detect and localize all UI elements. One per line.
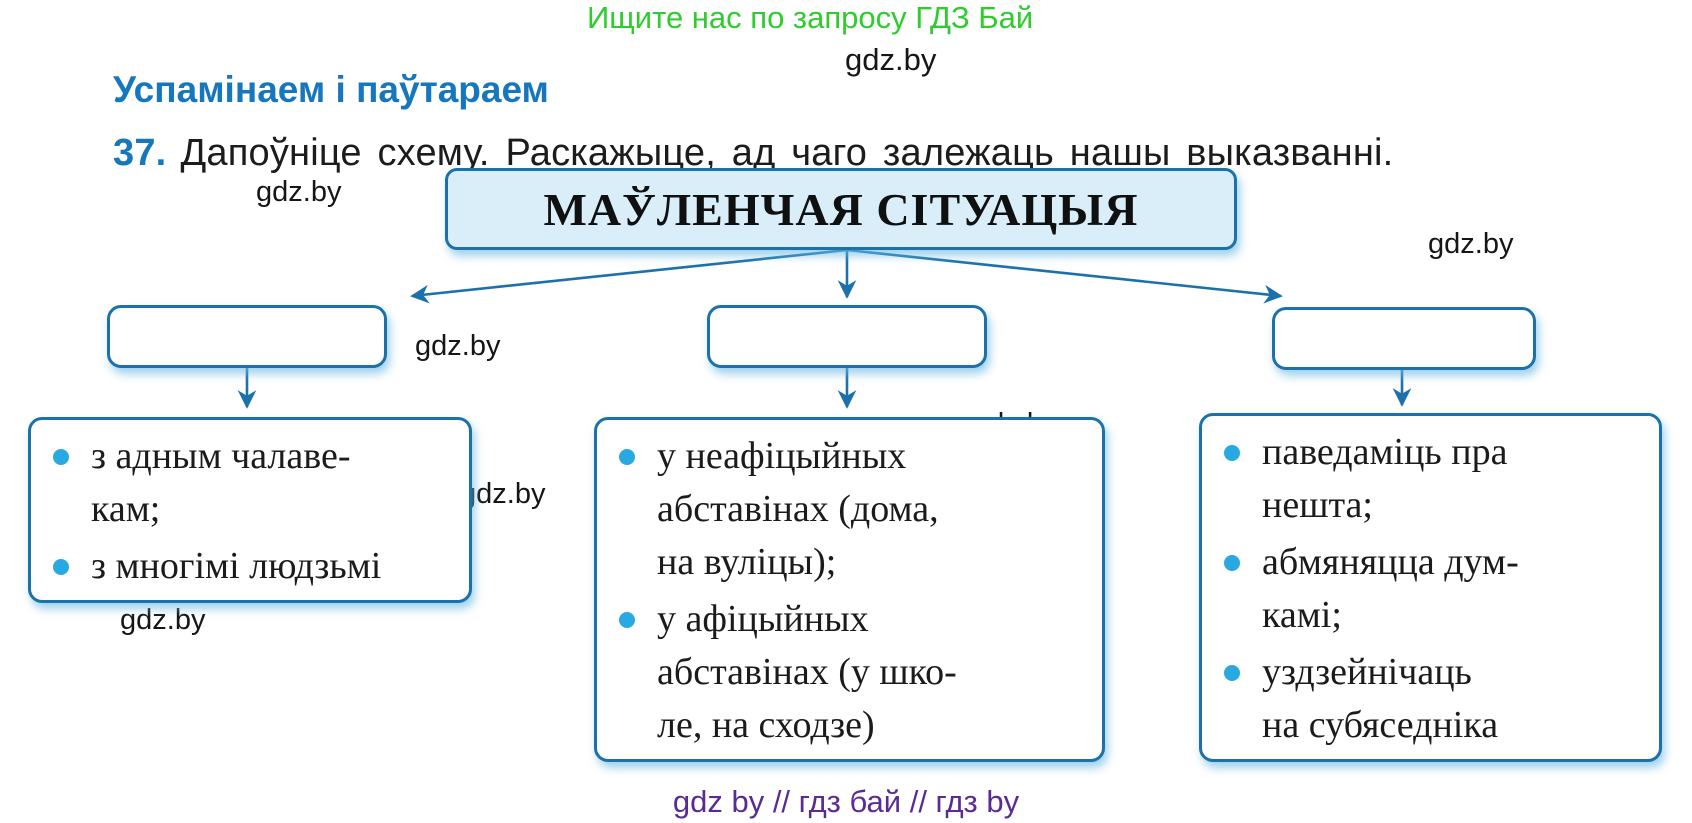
answer-box-1: [107, 305, 387, 368]
task-text: Дапоўніце схему. Раскажыце, ад чаго зале…: [180, 132, 1394, 174]
list-item-text: у неафіцыйных абставінах (дома, на вуліц…: [657, 435, 939, 583]
branch-box-1: з адным чалаве- кам; з многімі людзьмі: [28, 417, 472, 603]
branch-box-3: паведаміць пра нешта; абмяняцца дум- кам…: [1199, 413, 1662, 762]
gdz-watermark: gdz.by: [415, 330, 501, 362]
bullet-icon: [53, 559, 69, 575]
list-item: абмяняцца дум- камі;: [1216, 536, 1643, 642]
bullet-icon: [1224, 665, 1240, 681]
list-item: з адным чалаве- кам;: [45, 430, 453, 536]
branch-list-2: у неафіцыйных абставінах (дома, на вуліц…: [611, 430, 1086, 752]
list-item-text: абмяняцца дум- камі;: [1262, 541, 1519, 636]
section-heading: Успамінаем і паўтараем: [113, 68, 549, 110]
bullet-icon: [619, 612, 635, 628]
gdz-watermark: gdz.by: [1428, 228, 1514, 260]
promo-text: Ищите нас по запросу ГДЗ Бай: [587, 0, 1034, 35]
branch-box-2: у неафіцыйных абставінах (дома, на вуліц…: [594, 417, 1105, 762]
bullet-icon: [1224, 555, 1240, 571]
task-number: 37.: [113, 132, 167, 174]
branch-list-1: з адным чалаве- кам; з многімі людзьмі: [45, 430, 453, 593]
bullet-icon: [53, 449, 69, 465]
gdz-watermark: gdz.by: [120, 604, 206, 636]
branch-list-3: паведаміць пра нешта; абмяняцца дум- кам…: [1216, 426, 1643, 752]
list-item: з многімі людзьмі: [45, 540, 453, 593]
root-box: МАЎЛЕНЧАЯ СІТУАЦЫЯ: [445, 168, 1237, 250]
gdz-watermark: gdz.by: [845, 42, 937, 77]
list-item-text: уздзейнічаць на субяседніка: [1262, 651, 1499, 746]
root-box-label: МАЎЛЕНЧАЯ СІТУАЦЫЯ: [543, 183, 1139, 235]
list-item-text: у афіцыйных абставінах (у шко- ле, на сх…: [657, 598, 957, 746]
task-line: 37. Дапоўніце схему. Раскажыце, ад чаго з…: [113, 132, 1393, 175]
list-item: паведаміць пра нешта;: [1216, 426, 1643, 532]
answer-box-3: [1272, 307, 1536, 370]
answer-box-2: [707, 305, 987, 368]
list-item: уздзейнічаць на субяседніка: [1216, 646, 1643, 752]
list-item-text: з многімі людзьмі: [91, 545, 382, 587]
arrow-root-to-left: [410, 248, 848, 304]
bullet-icon: [1224, 445, 1240, 461]
arrow-root-to-right: [846, 248, 1283, 304]
gdz-watermark: gdz.by: [256, 176, 342, 208]
gdz-watermark: gdz.by: [460, 478, 546, 510]
bullet-icon: [619, 449, 635, 465]
footer-text: gdz by // гдз бай // гдз by: [672, 784, 1020, 819]
list-item-text: з адным чалаве- кам;: [91, 435, 351, 530]
list-item-text: паведаміць пра нешта;: [1262, 431, 1508, 526]
list-item: у неафіцыйных абставінах (дома, на вуліц…: [611, 430, 1086, 589]
list-item: у афіцыйных абставінах (у шко- ле, на сх…: [611, 593, 1086, 752]
